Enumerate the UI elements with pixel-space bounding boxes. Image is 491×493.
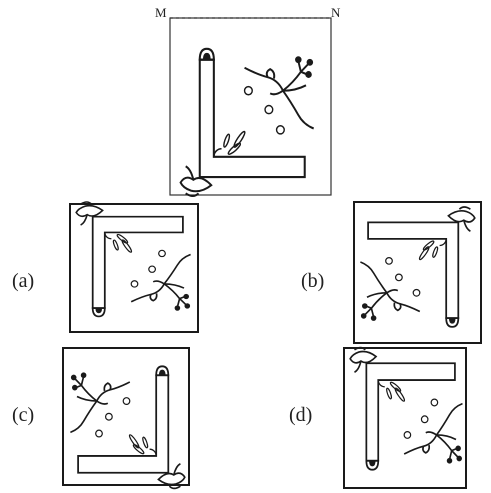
option-b-label: (b) <box>301 270 325 292</box>
option-d-label: (d) <box>289 404 313 426</box>
option-c-figure <box>62 347 190 490</box>
option-d-figure <box>343 346 467 489</box>
mirror-label-m: M <box>155 5 167 20</box>
option-a-figure <box>69 201 199 333</box>
question-figure <box>169 17 332 198</box>
option-c-label: (c) <box>12 404 35 426</box>
mirror-label-n: N <box>331 5 341 20</box>
option-a-label: (a) <box>12 270 35 292</box>
question-frame <box>169 17 332 196</box>
option-b-figure <box>353 201 482 344</box>
